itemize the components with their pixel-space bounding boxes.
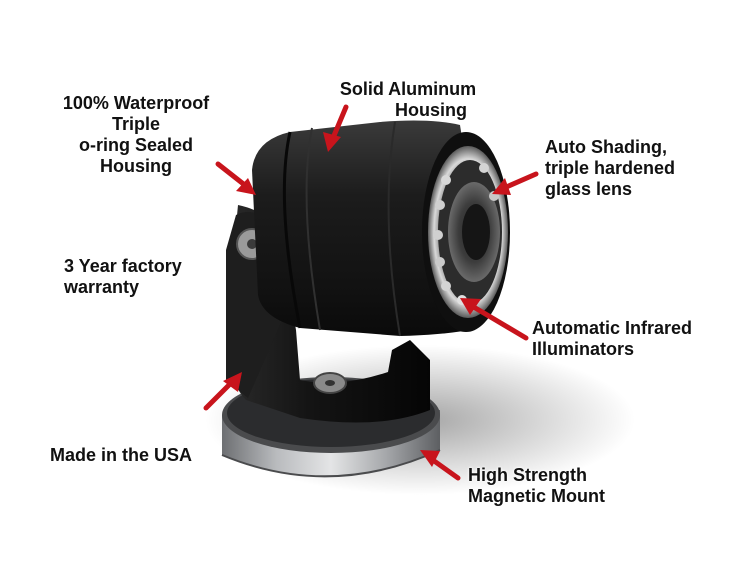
- callout-arrow-icon: [203, 372, 242, 411]
- callout-line: High Strength: [468, 465, 587, 485]
- callout-line: glass lens: [545, 179, 633, 199]
- callout-usa: Made in the USA: [50, 445, 225, 466]
- callout-lens: Auto Shading, triple hardened glass lens: [545, 137, 725, 200]
- callout-line: triple hardened: [545, 158, 676, 178]
- callout-line: warranty: [64, 277, 140, 297]
- callout-line: Made in the USA: [50, 445, 193, 465]
- callout-arrow-icon: [460, 298, 529, 341]
- callout-line: Illuminators: [532, 339, 635, 359]
- callout-line: Housing: [100, 156, 172, 176]
- callout-warranty: 3 Year factory warranty: [64, 256, 224, 298]
- callout-arrow-icon: [215, 161, 256, 195]
- callout-line: Auto Shading,: [545, 137, 667, 157]
- callout-aluminum: Solid Aluminum Housing: [318, 79, 498, 121]
- callout-infrared: Automatic Infrared Illuminators: [532, 318, 737, 360]
- callout-line: 100% Waterproof: [62, 93, 210, 113]
- callout-arrow-icon: [420, 450, 461, 481]
- callout-line: Automatic Infrared: [532, 318, 693, 338]
- callout-arrow-icon: [492, 171, 539, 195]
- callout-line: Housing: [395, 100, 467, 120]
- callout-line: Triple: [111, 114, 160, 134]
- callout-line: 3 Year factory: [64, 256, 182, 276]
- callout-arrow-icon: [323, 104, 349, 152]
- callout-line: Magnetic Mount: [468, 486, 605, 506]
- callout-arrows: [203, 104, 539, 481]
- callout-waterproof: 100% Waterproof Triple o-ring Sealed Hou…: [40, 93, 232, 177]
- callout-magnetic: High Strength Magnetic Mount: [468, 465, 648, 507]
- lens-assembly: [428, 146, 508, 318]
- callout-line: Solid Aluminum: [339, 79, 477, 99]
- callout-line: o-ring Sealed: [78, 135, 194, 155]
